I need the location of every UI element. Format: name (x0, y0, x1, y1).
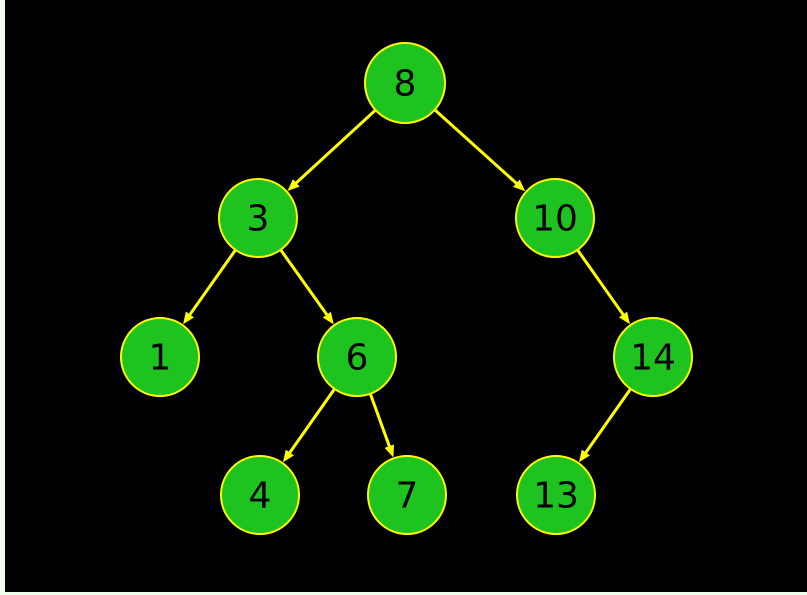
tree-node-8: 8 (364, 42, 446, 124)
node-label: 14 (630, 338, 676, 379)
tree-edge-3-1 (183, 249, 237, 325)
node-circle (515, 178, 595, 258)
node-circle (364, 42, 446, 124)
node-label: 3 (247, 199, 270, 240)
tree-node-7: 7 (367, 455, 447, 535)
node-circle (220, 455, 300, 535)
tree-edge-14-13 (579, 388, 632, 463)
tree-edge-6-7 (368, 393, 394, 458)
node-circle (367, 455, 447, 535)
tree-edge-8-10 (433, 108, 526, 192)
tree-node-6: 6 (317, 317, 397, 397)
tree-node-13: 13 (516, 455, 596, 535)
tree-node-4: 4 (220, 455, 300, 535)
node-label: 4 (249, 476, 272, 517)
node-circle (516, 455, 596, 535)
node-label: 13 (533, 476, 579, 517)
tree-node-1: 1 (120, 317, 200, 397)
node-label: 1 (149, 338, 172, 379)
node-circle (120, 317, 200, 397)
tree-edge-10-14 (576, 249, 630, 325)
node-label: 7 (396, 476, 419, 517)
tree-node-3: 3 (218, 178, 298, 258)
tree-edge-8-3 (287, 108, 377, 191)
node-label: 8 (394, 64, 417, 105)
tree-edge-6-4 (283, 388, 336, 463)
node-circle (218, 178, 298, 258)
node-label: 10 (532, 199, 578, 240)
tree-node-14: 14 (613, 317, 693, 397)
node-circle (317, 317, 397, 397)
node-circle (613, 317, 693, 397)
tree-node-10: 10 (515, 178, 595, 258)
tree-edge-3-6 (279, 248, 334, 325)
node-label: 6 (346, 338, 369, 379)
